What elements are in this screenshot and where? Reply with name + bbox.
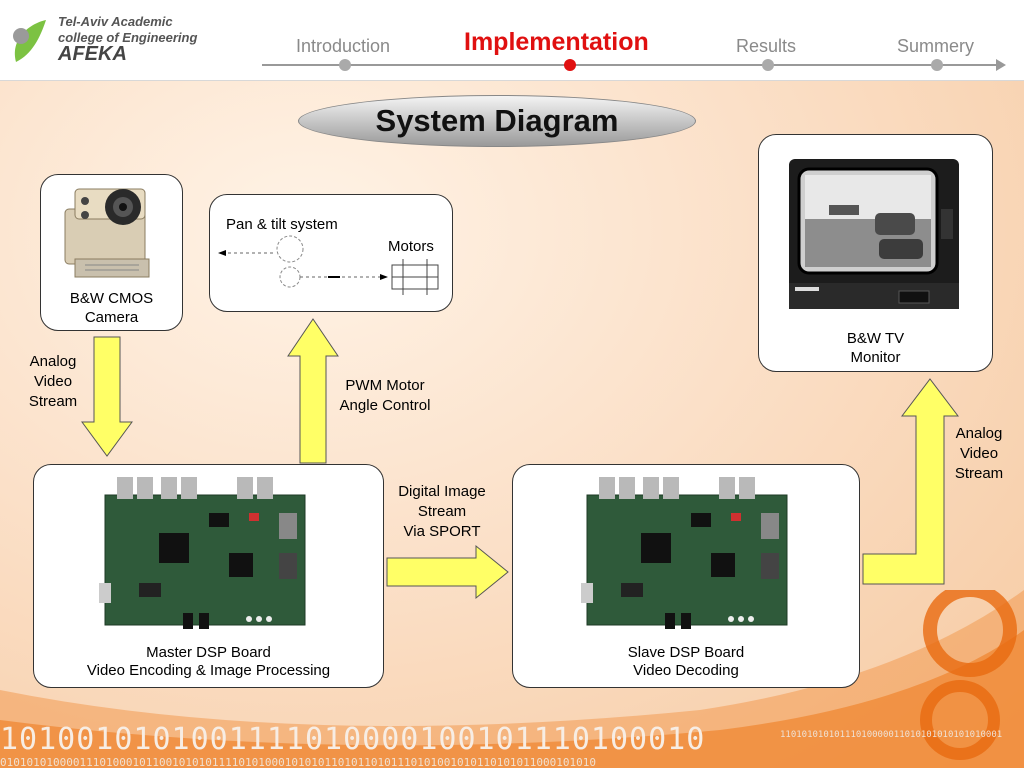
edge-analog-right-line2: Video (959, 445, 999, 462)
afeka-logo: Tel-Aviv Academic college of Engineering… (10, 14, 200, 74)
header-bar: Tel-Aviv Academic college of Engineering… (0, 0, 1024, 81)
pan-tilt-label: Pan & tilt system (226, 216, 338, 233)
arrow-analog-down (81, 336, 133, 457)
nav-dot-results[interactable] (762, 59, 774, 71)
pan-tilt-node: Pan & tilt system Motors (209, 194, 453, 312)
tv-label-line1: B&W TV (846, 330, 905, 347)
tv-node: B&W TV Monitor (758, 134, 993, 372)
binary-text-small: 1101010101011101000001101010101010101000… (780, 730, 1003, 740)
master-label-line1: Master DSP Board (146, 644, 271, 661)
arrow-pwm-up (287, 318, 339, 464)
edge-analog-right-line3: Stream (954, 465, 1004, 482)
dsp-board-icon (99, 477, 306, 629)
edge-pwm-line2: Angle Control (339, 397, 431, 414)
nav-summery[interactable]: Summery (897, 36, 975, 56)
binary-text-main: 1010010101001111010000100101110100010 (0, 722, 706, 757)
nav-timeline (262, 64, 1002, 66)
camera-label-line1: B&W CMOS (69, 290, 154, 307)
tv-label-line2: Monitor (850, 349, 901, 366)
edge-digital-line2: Stream (417, 503, 467, 520)
master-label-line2: Video Encoding & Image Processing (86, 662, 331, 679)
nav-dot-introduction[interactable] (339, 59, 351, 71)
slave-label-line2: Video Decoding (633, 662, 739, 679)
edge-pwm-line1: PWM Motor (345, 377, 425, 394)
tv-monitor-icon (789, 159, 959, 309)
nav-implementation[interactable]: Implementation (464, 28, 649, 56)
nav-arrow-icon (996, 59, 1006, 71)
master-dsp-node: Master DSP Board Video Encoding & Image … (33, 464, 384, 688)
binary-footer: 1010010101001111010000100101110100010 11… (0, 722, 1024, 768)
edge-digital-line1: Digital Image (398, 483, 486, 500)
edge-analog-left-line2: Video (33, 373, 73, 390)
binary-text-low: 0101010100001110100010110010101011110101… (0, 756, 597, 768)
page-title: System Diagram (298, 95, 696, 147)
motors-label: Motors (388, 238, 434, 255)
edge-analog-right-line1: Analog (955, 425, 1003, 442)
slave-dsp-node: Slave DSP Board Video Decoding (512, 464, 860, 688)
camera-node: B&W CMOS Camera (40, 174, 183, 331)
nav-results[interactable]: Results (736, 36, 797, 56)
leaf-logo-icon (13, 20, 46, 62)
background-swoosh (0, 590, 1024, 768)
nav-dot-summery[interactable] (931, 59, 943, 71)
arrow-analog-bent (862, 378, 960, 585)
nav-introduction[interactable]: Introduction (296, 36, 391, 56)
dsp-board-icon (581, 477, 788, 629)
slave-label-line1: Slave DSP Board (627, 644, 745, 661)
camera-icon (64, 188, 150, 278)
logo-text-afeka: AFEKA (58, 43, 127, 65)
edge-analog-left-line1: Analog (29, 353, 77, 370)
nav-dot-implementation[interactable] (564, 59, 576, 71)
edge-digital-line3: Via SPORT (403, 523, 481, 540)
logo-text-line1: Tel-Aviv Academic (58, 14, 173, 29)
camera-label-line2: Camera (84, 309, 139, 326)
pan-tilt-schematic (218, 235, 439, 295)
arrow-digital-right (386, 544, 509, 600)
logo-text-line2: college of Engineering (58, 30, 198, 45)
edge-analog-left-line3: Stream (28, 393, 78, 410)
